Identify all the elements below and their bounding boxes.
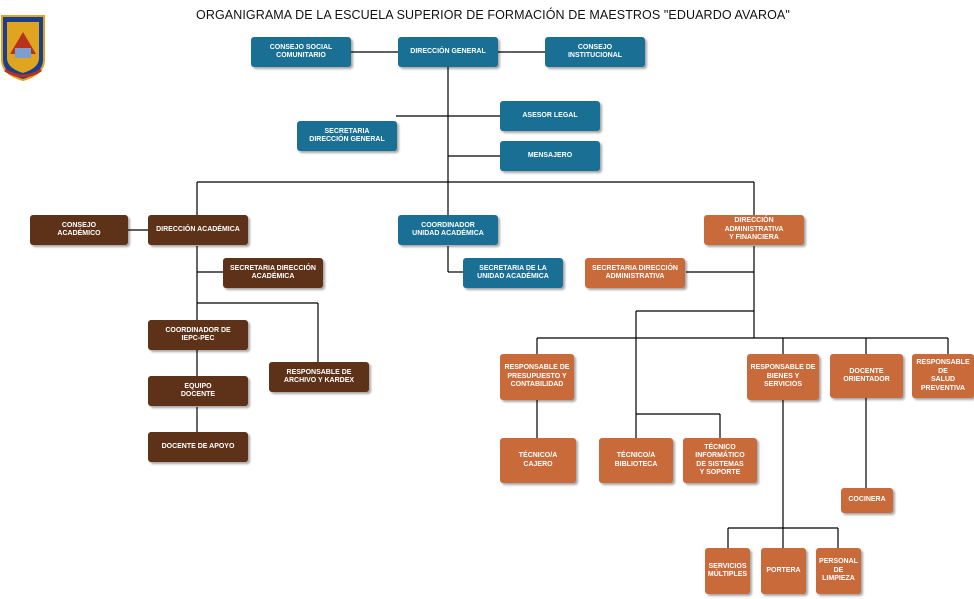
box-personal-limpieza: PERSONAL DE LIMPIEZA	[816, 548, 861, 594]
box-asesor-legal: ASESOR LEGAL	[500, 101, 600, 131]
box-docente-orientador: DOCENTE ORIENTADOR	[830, 354, 903, 398]
box-responsable-presupuesto: RESPONSABLE DE PRESUPUESTO Y CONTABILIDA…	[500, 354, 574, 400]
box-servicios-multiples: SERVICIOS MÚLTIPLES	[705, 548, 750, 594]
box-direccion-administrativa: DIRECCIÓN ADMINISTRATIVA Y FINANCIERA	[704, 215, 804, 245]
box-direccion-general: DIRECCIÓN GENERAL	[398, 37, 498, 67]
box-tecnico-biblioteca: TÉCNICO/A BIBLIOTECA	[599, 438, 673, 483]
box-consejo-institucional: CONSEJO INSTITUCIONAL	[545, 37, 645, 67]
box-tecnico-informatico: TÉCNICO INFORMÁTICO DE SISTEMAS Y SOPORT…	[683, 438, 757, 483]
box-secretaria-direccion-academica: SECRETARIA DIRECCIÓN ACADÉMICA	[223, 258, 323, 288]
box-responsable-salud: RESPONSABLE DE SALUD PREVENTIVA	[912, 354, 974, 398]
box-mensajero: MENSAJERO	[500, 141, 600, 171]
box-portera: PORTERA	[761, 548, 806, 594]
box-coordinador-iepc: COORDINADOR DE IEPC-PEC	[148, 320, 248, 350]
institution-seal-icon	[0, 15, 45, 82]
page-title: ORGANIGRAMA DE LA ESCUELA SUPERIOR DE FO…	[196, 8, 790, 22]
box-secretaria-unidad: SECRETARIA DE LA UNIDAD ACADÉMICA	[463, 258, 563, 288]
box-responsable-bienes: RESPONSABLE DE BIENES Y SERVICIOS	[747, 354, 819, 400]
box-cocinera: COCINERA	[841, 488, 893, 513]
box-responsable-archivo: RESPONSABLE DE ARCHIVO Y KARDEX	[269, 362, 369, 392]
box-consejo-social: CONSEJO SOCIAL COMUNITARIO	[251, 37, 351, 67]
box-secretaria-direccion-administrativa: SECRETARIA DIRECCIÓN ADMINISTRATIVA	[585, 258, 685, 288]
box-tecnico-cajero: TÉCNICO/A CAJERO	[500, 438, 576, 483]
box-equipo-docente: EQUIPO DOCENTE	[148, 376, 248, 406]
box-direccion-academica: DIRECCIÓN ACADÉMICA	[148, 215, 248, 245]
box-consejo-academico: CONSEJO ACADÉMICO	[30, 215, 128, 245]
box-secretaria-direccion-general: SECRETARIA DIRECCIÓN GENERAL	[297, 121, 397, 151]
box-coordinador-unidad: COORDINADOR UNIDAD ACADÉMICA	[398, 215, 498, 245]
box-docente-apoyo: DOCENTE DE APOYO	[148, 432, 248, 462]
